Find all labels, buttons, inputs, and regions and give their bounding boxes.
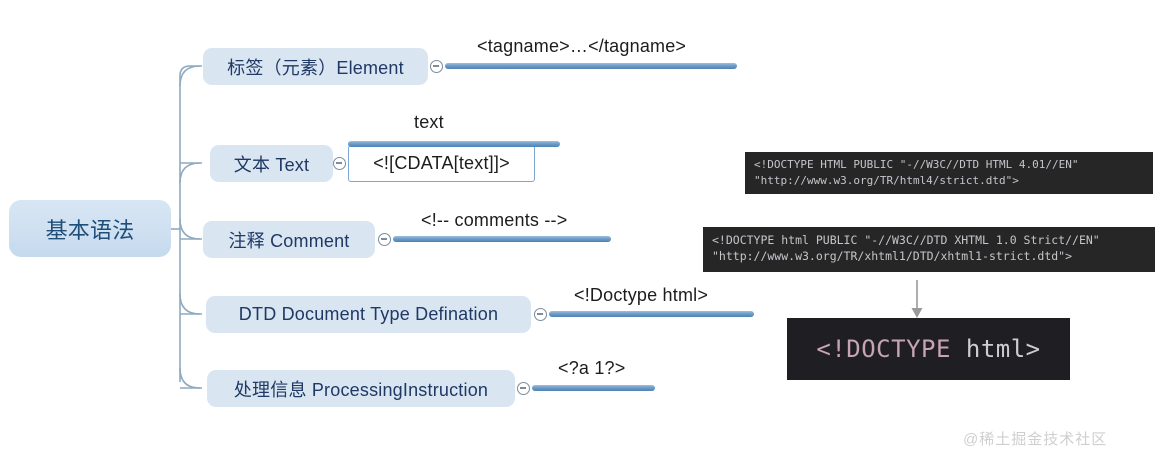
root-node[interactable]: 基本语法 (9, 200, 171, 257)
collapse-minus-icon[interactable] (333, 157, 346, 170)
code-line-2: "http://www.w3.org/TR/html4/strict.dtd"> (754, 173, 1019, 187)
branch-node-processing-instruction[interactable]: 处理信息 ProcessingInstruction (207, 370, 515, 407)
branch-node-processing-instruction-label: 处理信息 ProcessingInstruction (233, 379, 489, 400)
code-block-html4-strict: <!DOCTYPE HTML PUBLIC "-//W3C//DTD HTML … (745, 152, 1153, 194)
code-line-1: <!DOCTYPE html PUBLIC "-//W3C//DTD XHTML… (712, 233, 1100, 247)
collapse-minus-icon[interactable] (430, 60, 443, 73)
doctype-keyword: <!DOCTYPE (816, 335, 951, 363)
detail-label-dtd: <!Doctype html> (574, 285, 709, 305)
detail-label-element: <tagname>…</tagname> (477, 36, 687, 56)
detail-bar-processing-instruction (532, 385, 655, 391)
collapse-minus-icon[interactable] (378, 233, 391, 246)
detail-label-comment: <!-- comments --> (421, 210, 568, 230)
collapse-minus-icon[interactable] (517, 382, 530, 395)
branch-node-text-label: 文本 Text (233, 154, 310, 175)
branch-node-element-label: 标签（元素）Element (227, 57, 404, 78)
detail-label-text: text (414, 112, 444, 132)
down-arrow-icon (911, 280, 923, 318)
code-block-xhtml1-strict: <!DOCTYPE html PUBLIC "-//W3C//DTD XHTML… (703, 227, 1155, 272)
branch-node-text[interactable]: 文本 Text (210, 145, 333, 182)
collapse-minus-icon[interactable] (534, 308, 547, 321)
detail-label-processing-instruction: <?a 1?> (558, 358, 626, 378)
branch-node-dtd[interactable]: DTD Document Type Defination (206, 296, 531, 333)
code-line-2: "http://www.w3.org/TR/xhtml1/DTD/xhtml1-… (712, 249, 1073, 264)
watermark: @稀土掘金技术社区 (963, 431, 1108, 448)
branch-node-dtd-label: DTD Document Type Defination (238, 304, 499, 324)
code-block-html5-doctype: <!DOCTYPE html> (787, 318, 1070, 380)
branch-node-element[interactable]: 标签（元素）Element (203, 48, 428, 85)
detail-bar-comment (393, 236, 611, 242)
detail-bar-element (445, 63, 737, 69)
root-node-label: 基本语法 (45, 217, 135, 243)
branch-node-comment-label: 注释 Comment (228, 230, 350, 251)
detail-bar-dtd (549, 311, 754, 317)
doctype-tag: html> (950, 335, 1041, 363)
branch-node-comment[interactable]: 注释 Comment (203, 221, 375, 258)
child-node-cdata-label: <![CDATA[text]]> (373, 153, 510, 173)
detail-bar-text (348, 141, 560, 147)
child-node-cdata[interactable]: <![CDATA[text]]> (348, 145, 535, 182)
code-line-1: <!DOCTYPE HTML PUBLIC "-//W3C//DTD HTML … (754, 158, 1079, 171)
